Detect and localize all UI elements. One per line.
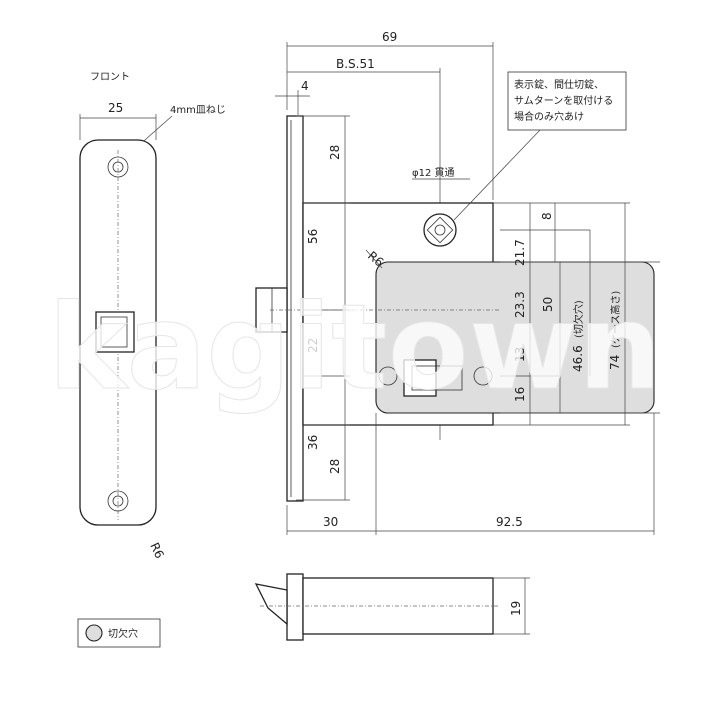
note-leader <box>453 129 541 221</box>
dim-19: 19 <box>509 601 523 616</box>
front-plate-view: フロント 25 4mm皿ねじ R6 <box>79 72 226 561</box>
dim-30: 30 <box>323 515 338 529</box>
dim-25-text: 25 <box>108 101 123 115</box>
through-hole-outer <box>423 213 457 247</box>
dim-46-6: 46.6 <box>571 345 585 372</box>
dim-22: 22 <box>306 338 320 353</box>
cutout-hole-right <box>473 366 493 386</box>
dim-56: 56 <box>306 229 320 244</box>
legend-label: 切欠穴 <box>108 627 138 640</box>
note-line2: サムターンを取付ける <box>514 94 613 107</box>
bottom-view: 19 <box>254 573 530 641</box>
dim-36: 36 <box>306 435 320 450</box>
r6-leader <box>365 249 383 269</box>
front-label: フロント <box>90 72 130 83</box>
screw-label: 4mm皿ねじ <box>170 104 226 116</box>
through-hole-inner <box>434 224 446 236</box>
note-line1: 表示錠、間仕切錠、 <box>514 78 604 91</box>
bottom-front-plate <box>286 573 304 641</box>
watermark: kagitown <box>48 278 662 416</box>
note-line3: 場合のみ穴あけ <box>514 110 584 123</box>
dim-74: 74 <box>608 355 622 370</box>
dim-69-text: 69 <box>382 30 397 44</box>
dim-bs51-text: B.S.51 <box>336 57 375 71</box>
dim-46-6-note: (切欠穴) <box>572 300 585 338</box>
note-box <box>507 71 627 131</box>
dim-4-text: 4 <box>301 79 309 93</box>
latch-slide <box>411 365 463 391</box>
front-latch-bolt <box>100 316 128 348</box>
bottom-latch <box>254 583 288 626</box>
front-latch-window <box>95 311 135 353</box>
cutout-hole-left <box>378 366 398 386</box>
dim-92-5: 92.5 <box>496 515 523 529</box>
dim-13: 13 <box>513 347 527 362</box>
dim-16: 16 <box>513 387 527 402</box>
dim-23-3: 23.3 <box>513 291 527 318</box>
legend-box <box>77 618 161 648</box>
legend-swatch <box>85 624 103 642</box>
dim-28-bottom: 28 <box>328 459 342 474</box>
dim-8: 8 <box>540 212 554 220</box>
dim-28-top: 28 <box>328 145 342 160</box>
through-hole-square <box>426 216 454 244</box>
r6-front-text: R6 <box>147 540 166 560</box>
through-hole-label: φ12 貫通 <box>412 167 455 179</box>
legend: 切欠穴 <box>77 618 161 648</box>
dim-74-note: (ケース高さ) <box>609 291 622 348</box>
dim-50: 50 <box>541 297 555 312</box>
side-view: 69 B.S.51 4 φ12 貫通 表示錠、間仕切錠、 サムターンを取付け <box>255 30 660 535</box>
dim-21-7: 21.7 <box>513 239 527 266</box>
